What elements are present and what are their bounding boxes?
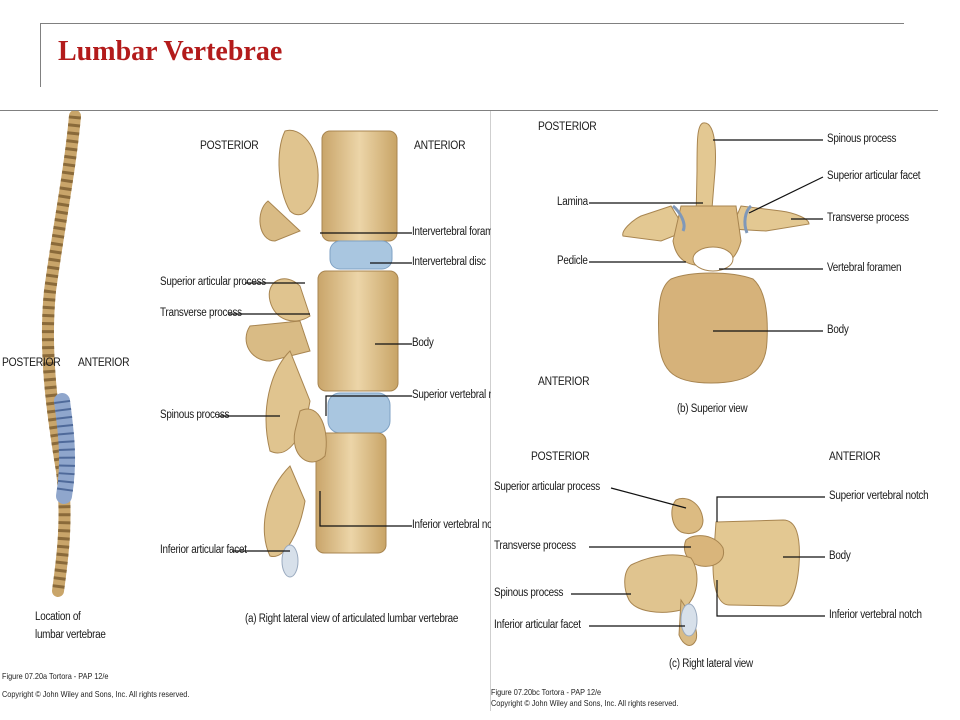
- panel-c-figure-ref: Figure 07.20bc Tortora - PAP 12/e: [491, 687, 602, 697]
- panel-right-lateral-view: POSTERIOR ANTERIOR Superior articular pr…: [491, 440, 940, 712]
- panel-a-illustration: [41, 111, 412, 597]
- label-c-superior-vertebral-notch: Superior vertebral notch: [829, 490, 929, 502]
- label-c-inferior-vertebral-notch: Inferior vertebral notch: [829, 609, 922, 621]
- label-c-spinous-process: Spinous process: [494, 587, 564, 599]
- label-c-superior-articular-process: Superior articular process: [494, 481, 600, 493]
- panel-lateral-articulated: POSTERIOR ANTERIOR POSTERIOR ANTERIOR In…: [0, 111, 512, 711]
- panel-c-caption: (c) Right lateral view: [669, 658, 753, 670]
- label-transverse-process: Transverse process: [160, 307, 242, 319]
- location-label-line2: lumbar vertebrae: [35, 629, 106, 641]
- label-c-inferior-articular-facet: Inferior articular facet: [494, 619, 581, 631]
- label-c-transverse-process: Transverse process: [494, 540, 576, 552]
- spine-anterior-label: ANTERIOR: [78, 355, 130, 369]
- label-b-spinous-process: Spinous process: [827, 133, 897, 145]
- spine-posterior-label: POSTERIOR: [2, 355, 61, 369]
- label-spinous-process: Spinous process: [160, 409, 230, 421]
- title-top-rule: [40, 23, 904, 24]
- panel-a-caption: (a) Right lateral view of articulated lu…: [245, 613, 459, 625]
- panel-superior-view: POSTERIOR Spinous process Superior artic…: [491, 111, 940, 421]
- label-body: Body: [412, 337, 434, 349]
- label-b-transverse-process: Transverse process: [827, 212, 909, 224]
- superior-view-vertebra-illustration: [622, 122, 810, 384]
- slide-title: Lumbar Vertebrae: [58, 36, 283, 67]
- panel-a-figure-ref: Figure 07.20a Tortora - PAP 12/e: [2, 671, 109, 681]
- spine-column-illustration: [41, 111, 81, 597]
- label-b-lamina: Lamina: [557, 196, 588, 208]
- panel-b-caption: (b) Superior view: [677, 403, 748, 415]
- panel-c-illustration: [571, 487, 825, 646]
- panel-c-leader-lines: [571, 487, 825, 627]
- panel-b-posterior-heading: POSTERIOR: [538, 119, 597, 133]
- panel-b-anterior-heading: ANTERIOR: [538, 374, 590, 388]
- label-b-pedicle: Pedicle: [557, 255, 588, 267]
- label-c-body: Body: [829, 550, 851, 562]
- right-lateral-vertebra-illustration: [624, 497, 800, 646]
- panel-c-copyright: Copyright © John Wiley and Sons, Inc. Al…: [491, 698, 679, 708]
- label-intervertebral-foramen: Intervertebral foramen: [412, 226, 504, 238]
- panel-c-posterior-heading: POSTERIOR: [531, 449, 590, 463]
- panel-a-anterior-heading: ANTERIOR: [414, 138, 466, 152]
- title-left-rule: [40, 23, 41, 87]
- label-b-vertebral-foramen: Vertebral foramen: [827, 262, 902, 274]
- label-superior-articular-process: Superior articular process: [160, 276, 266, 288]
- panel-b-leader-lines: [589, 139, 824, 332]
- label-intervertebral-disc: Intervertebral disc: [412, 256, 486, 268]
- location-label-line1: Location of: [35, 611, 81, 623]
- panel-a-posterior-heading: POSTERIOR: [200, 138, 259, 152]
- panel-c-anterior-heading: ANTERIOR: [829, 449, 881, 463]
- title-bottom-rule: [0, 110, 938, 111]
- label-b-superior-articular-facet: Superior articular facet: [827, 170, 921, 182]
- label-inferior-articular-facet: Inferior articular facet: [160, 544, 247, 556]
- label-superior-vertebral-notch: Superior vertebral notch: [412, 389, 512, 401]
- panel-a-leader-lines: [218, 232, 412, 552]
- label-b-body: Body: [827, 324, 849, 336]
- panel-a-copyright: Copyright © John Wiley and Sons, Inc. Al…: [2, 689, 190, 699]
- label-inferior-vertebral-notch: Inferior vertebral notch: [412, 519, 505, 531]
- panel-b-illustration: [589, 122, 824, 384]
- articulated-vertebrae-illustration: [245, 129, 399, 578]
